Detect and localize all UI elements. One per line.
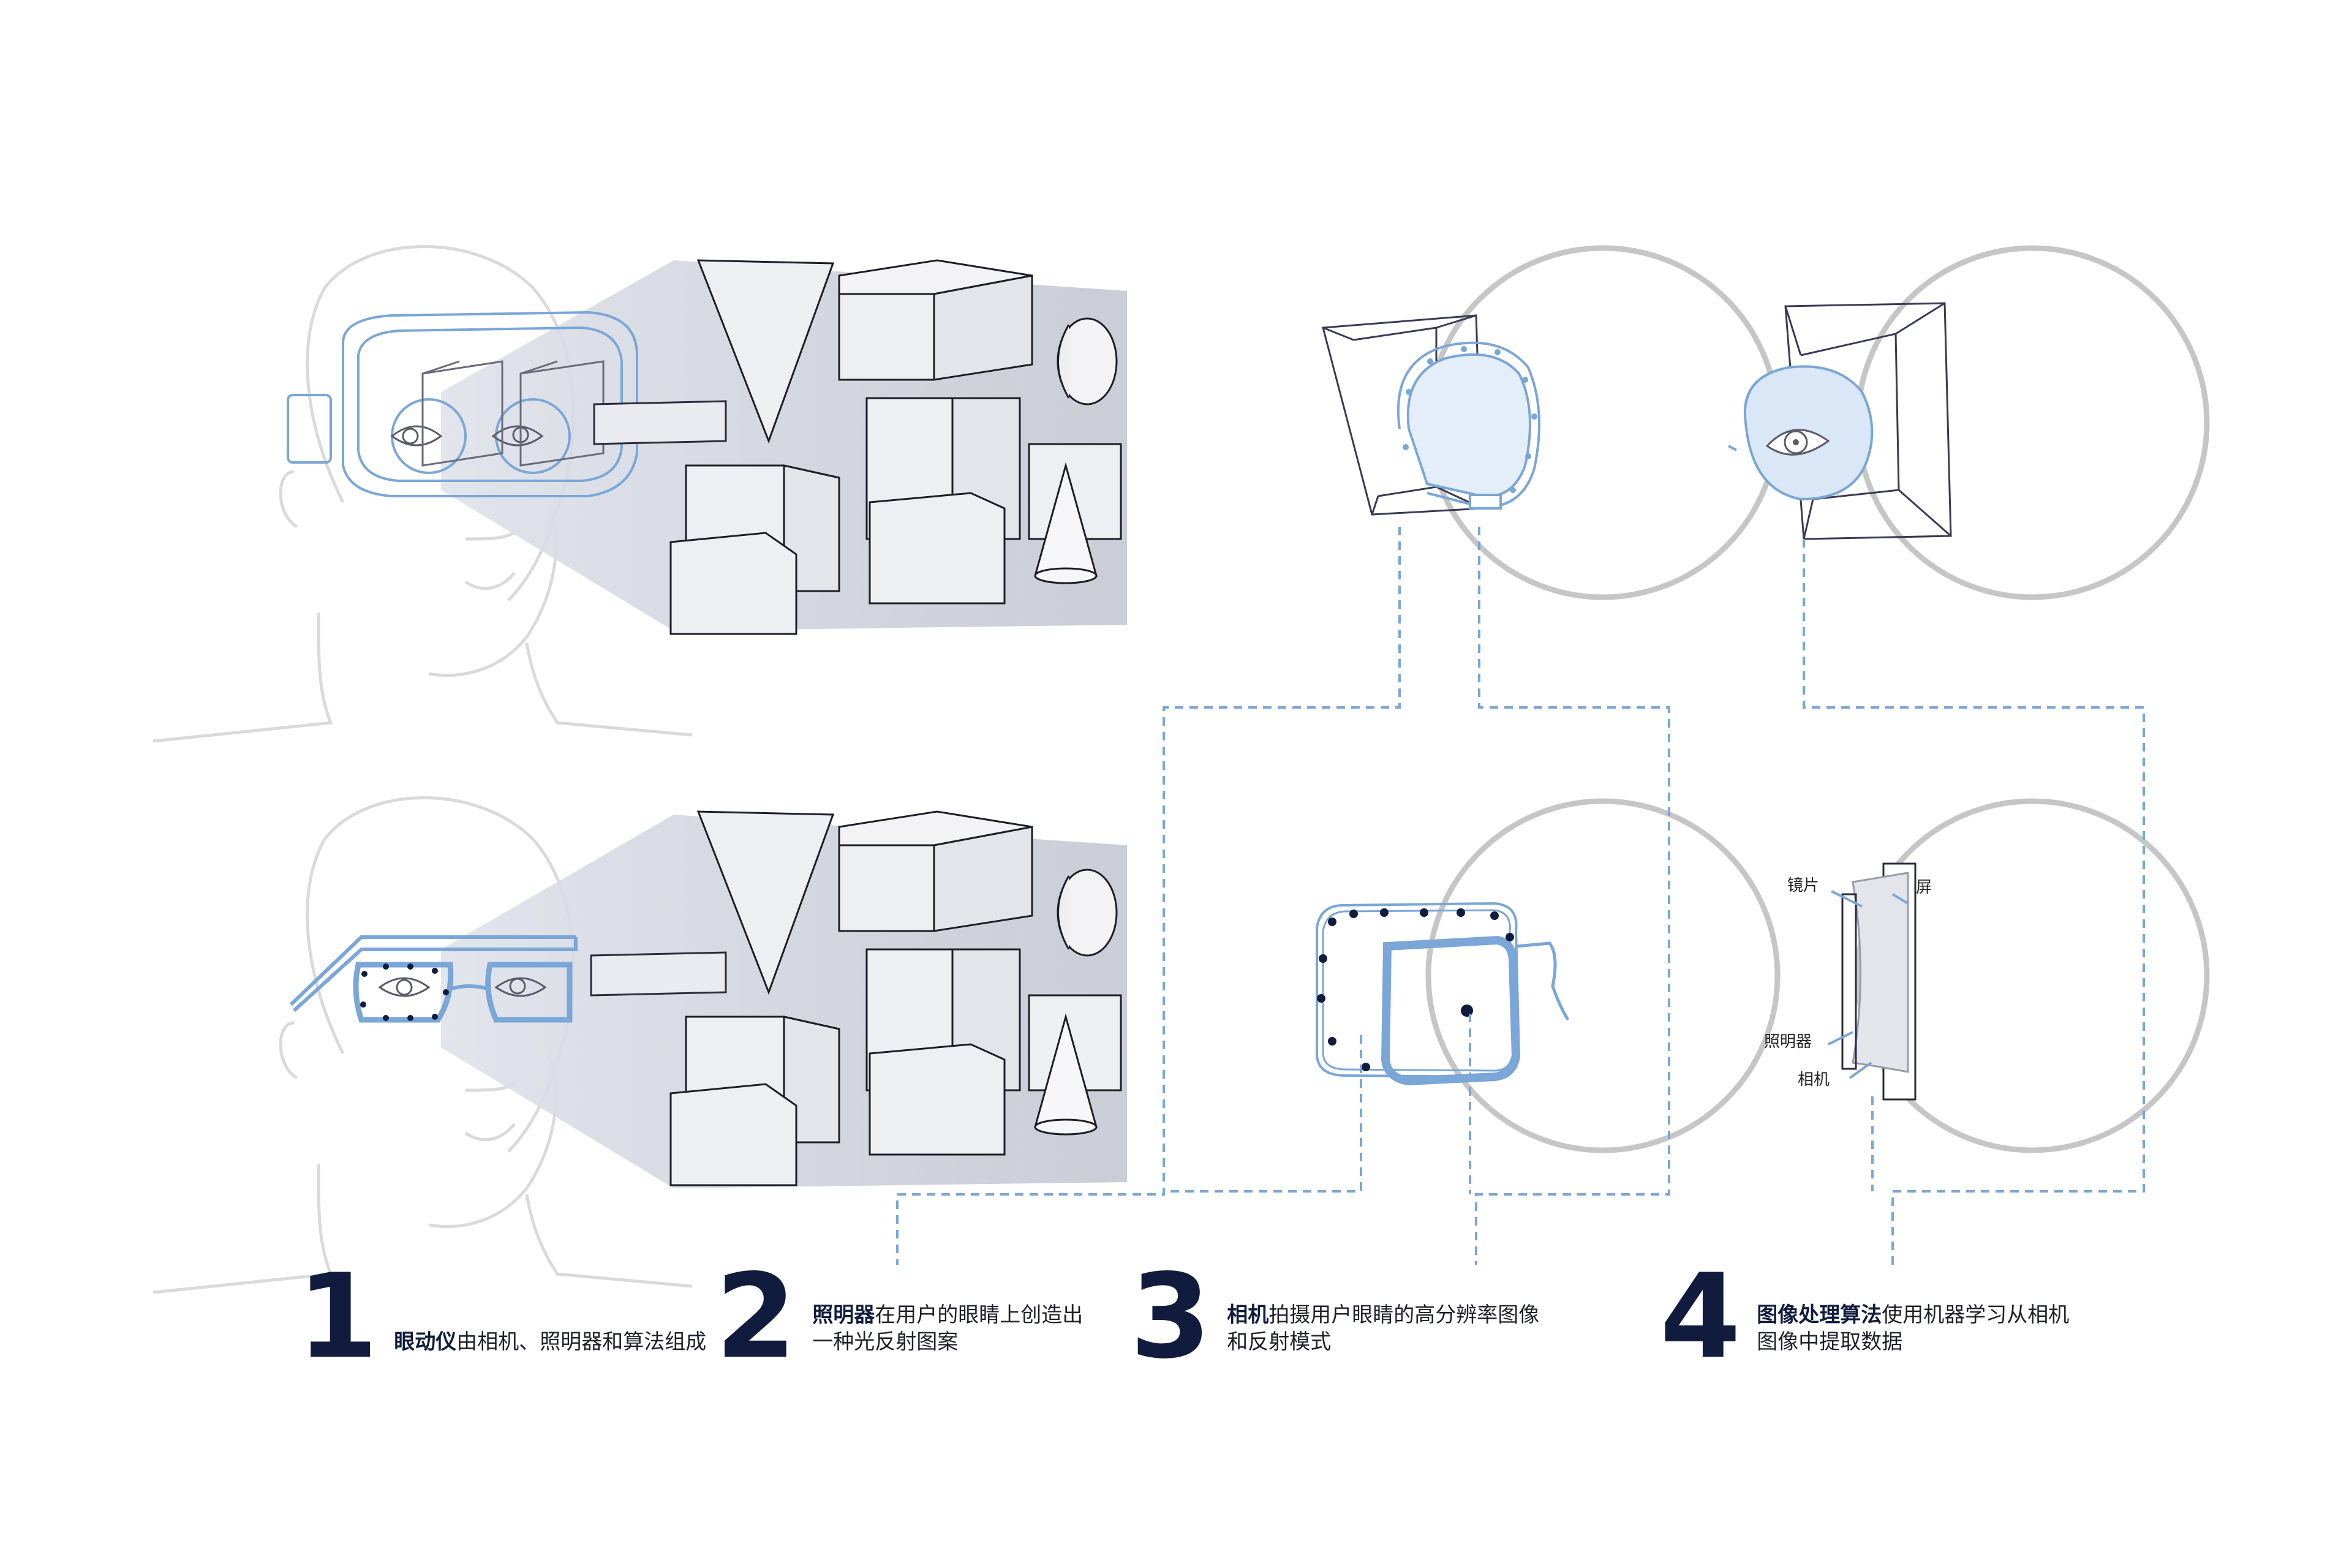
scene-objects-bottom: [669, 810, 1122, 1186]
step-body-line2: 一种光反射图案: [812, 1330, 959, 1354]
step-2: 2 照明器在用户的眼睛上创造出 一种光反射图案: [715, 1249, 1083, 1384]
step-title: 照明器: [812, 1303, 875, 1327]
detail-circle-glasses-frame: [1425, 798, 1781, 1153]
step-title: 图像处理算法: [1757, 1303, 1882, 1327]
lens-callout: 镜片: [1787, 876, 1820, 895]
step-3: 3 相机拍摄用户眼睛的高分辨率图像 和反射模式: [1130, 1249, 1539, 1384]
step-description: 照明器在用户的眼睛上创造出 一种光反射图案: [812, 1302, 1083, 1355]
step-body: 使用机器学习从相机: [1882, 1303, 2070, 1327]
vr-lens-detail: [1322, 314, 1540, 516]
glasses-scene: [153, 796, 1127, 1294]
step-body: 拍摄用户眼睛的高分辨率图像: [1268, 1303, 1540, 1327]
step-title: 眼动仪: [394, 1330, 457, 1354]
glasses-illuminator-dots: [360, 963, 449, 1021]
vr-eye-detail: [1728, 302, 1952, 540]
step-description: 眼动仪由相机、照明器和算法组成: [394, 1329, 706, 1355]
camera-bar-bottom: [590, 951, 727, 997]
step-description: 相机拍摄用户眼睛的高分辨率图像 和反射模式: [1227, 1302, 1539, 1355]
glasses-frame-detail: [1316, 902, 1570, 1086]
eyes-bottom: [378, 977, 547, 997]
vr-headset: [287, 311, 638, 497]
dashed-connectors: [896, 527, 2145, 1265]
scene-objects-top: [669, 259, 1122, 635]
step-number: 2: [715, 1249, 797, 1384]
step-body-line2: 和反射模式: [1227, 1330, 1332, 1354]
step-number: 3: [1130, 1249, 1212, 1384]
step-number: 1: [297, 1249, 379, 1384]
step-title: 相机: [1227, 1303, 1269, 1327]
step-description: 图像处理算法使用机器学习从相机 图像中提取数据: [1757, 1302, 2069, 1355]
step-body: 由相机、照明器和算法组成: [456, 1330, 707, 1354]
detail-circle-cross-section: [1855, 798, 2210, 1153]
step-1: 1 眼动仪由相机、照明器和算法组成: [297, 1249, 706, 1384]
lens-holder: [1841, 893, 1857, 1070]
screen-callout: 屏: [1916, 878, 1932, 897]
step-body-line2: 图像中提取数据: [1757, 1330, 1903, 1354]
cross-section-detail: [1828, 862, 1917, 1101]
lens-boxes-top: [421, 360, 727, 467]
step-4: 4 图像处理算法使用机器学习从相机 图像中提取数据: [1660, 1249, 2069, 1384]
glasses: [289, 935, 578, 1023]
vr-headset-scene: [153, 245, 1127, 743]
detail-circles: [1425, 245, 2210, 1153]
lens-shape: [1852, 872, 1909, 1073]
illuminator-callout: 照明器: [1764, 1033, 1812, 1051]
detail-circle-vr-eye: [1855, 245, 2210, 600]
camera-callout: 相机: [1798, 1071, 1830, 1089]
step-body: 在用户的眼睛上创造出: [875, 1303, 1084, 1327]
step-number: 4: [1660, 1249, 1741, 1384]
